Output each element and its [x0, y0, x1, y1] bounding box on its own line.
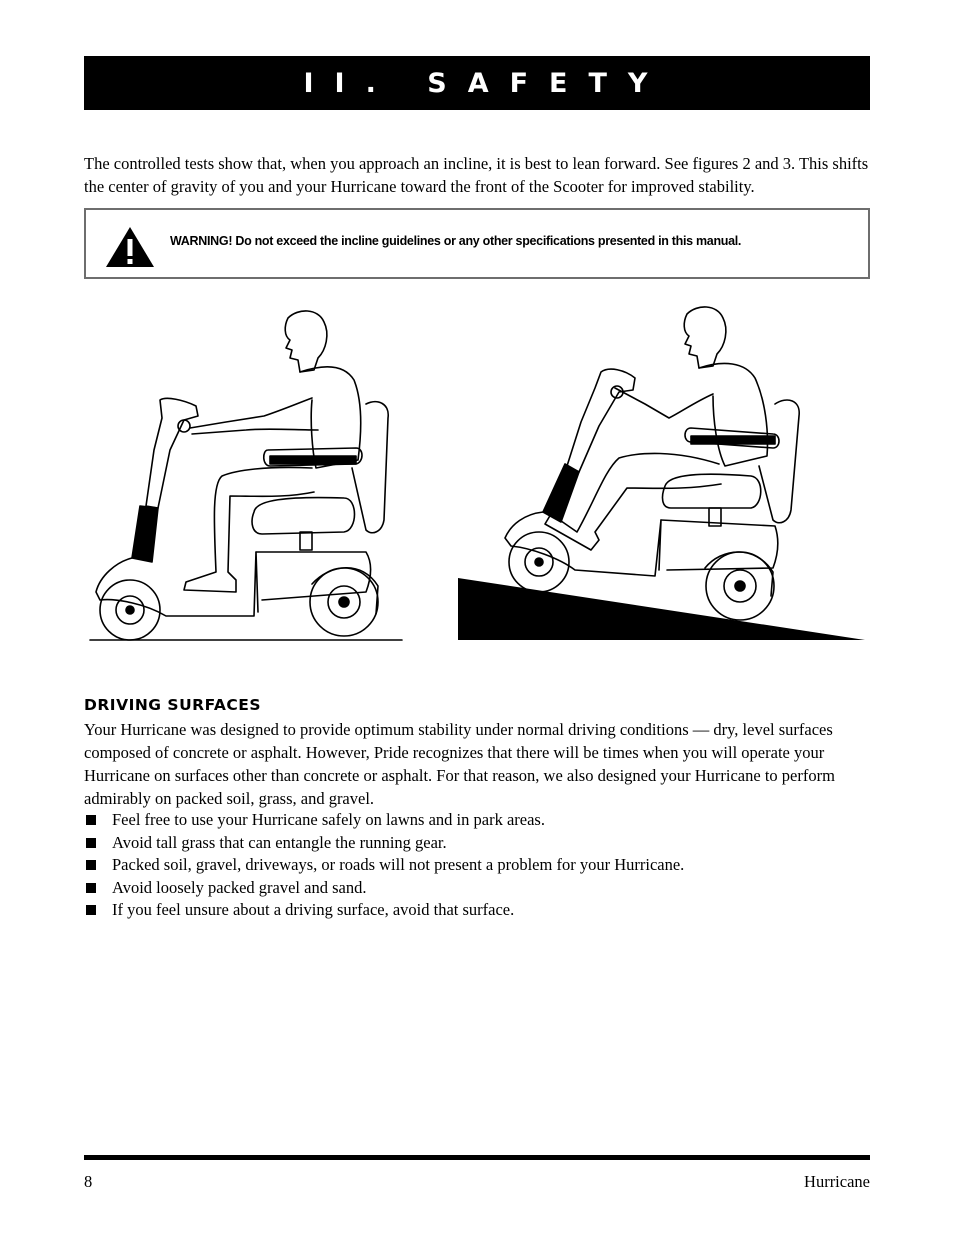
figure-level-ground — [86, 300, 406, 650]
warning-text: WARNING! Do not exceed the incline guide… — [170, 234, 742, 248]
list-item: Feel free to use your Hurricane safely o… — [84, 808, 684, 831]
driving-surfaces-heading: DRIVING SURFACES — [84, 696, 262, 714]
list-item: If you feel unsure about a driving surfa… — [84, 898, 684, 921]
bullet-square-icon — [86, 860, 96, 870]
list-item: Avoid loosely packed gravel and sand. — [84, 876, 684, 899]
list-item: Packed soil, gravel, driveways, or roads… — [84, 853, 684, 876]
warning-box: WARNING! Do not exceed the incline guide… — [84, 208, 870, 279]
section-header: II. SAFETY — [84, 56, 870, 110]
figure-incline — [455, 300, 870, 650]
driving-surfaces-paragraph: Your Hurricane was designed to provide o… — [84, 720, 835, 808]
bullet-square-icon — [86, 815, 96, 825]
intro-paragraph: The controlled tests show that, when you… — [84, 154, 869, 196]
bullet-square-icon — [86, 882, 96, 893]
bullet-square-icon — [86, 837, 96, 848]
list-item: Avoid tall grass that can entangle the r… — [84, 831, 684, 854]
section-title-text: II. SAFETY — [303, 67, 669, 99]
page-number: 8 — [84, 1172, 93, 1191]
footer-rule — [84, 1155, 870, 1160]
bullet-square-icon — [86, 905, 96, 915]
warning-triangle-icon — [105, 226, 155, 273]
driving-surfaces-list: Feel free to use your Hurricane safely o… — [84, 808, 684, 921]
footer-product-name: Hurricane — [804, 1172, 870, 1191]
